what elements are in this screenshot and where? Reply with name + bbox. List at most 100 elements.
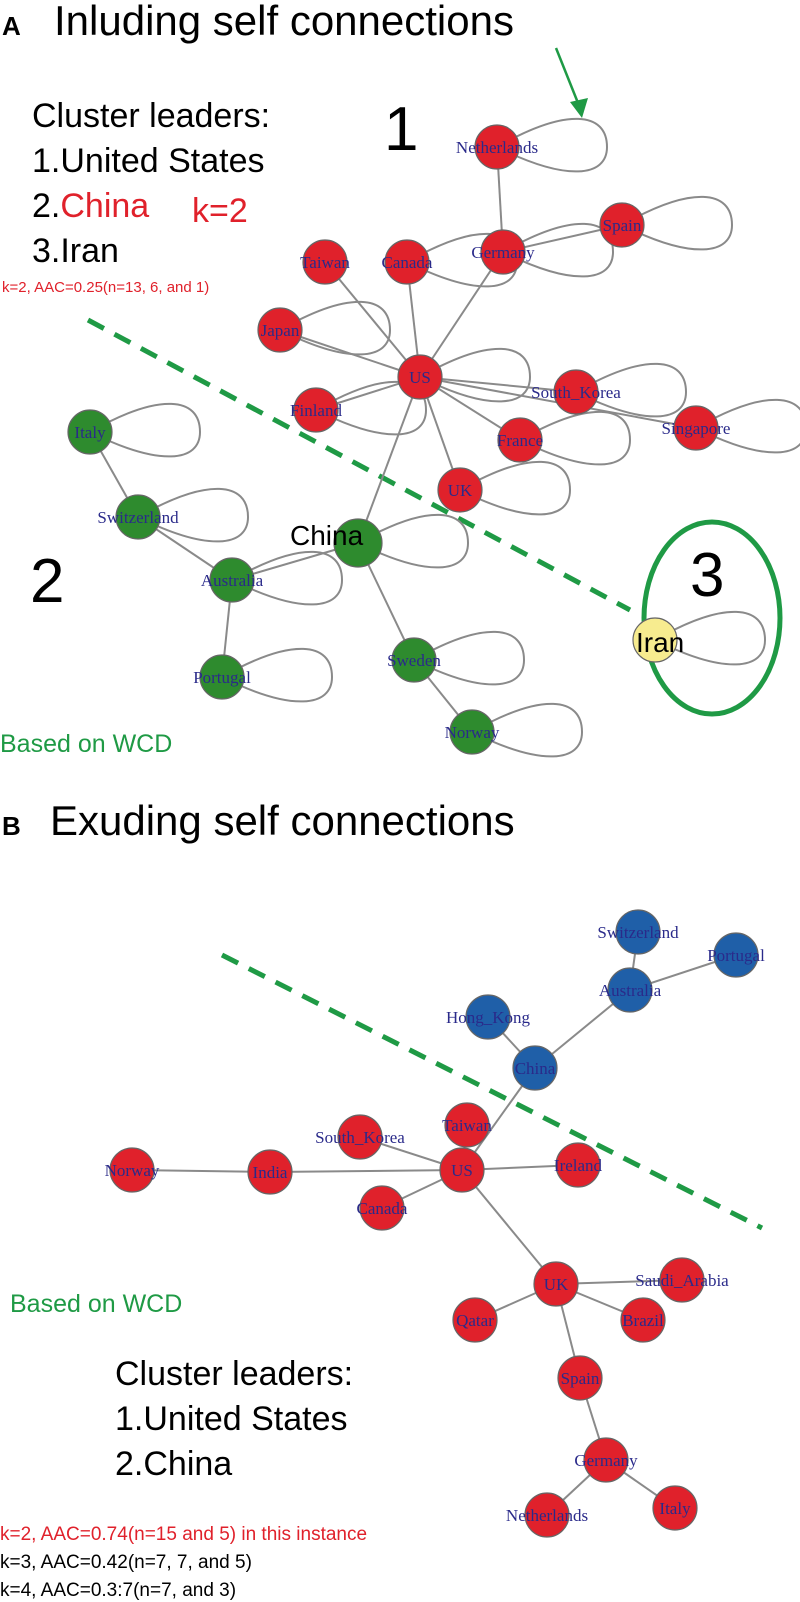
panel-b-title: Exuding self connections <box>50 797 515 844</box>
node-label-us: US <box>409 368 431 387</box>
node-circle-spain <box>557 1355 603 1401</box>
note-k4: k=4, AAC=0.3:7(n=7, and 3) <box>0 1580 236 1601</box>
node-label-switzerland: Switzerland <box>597 923 679 942</box>
edge-us-china <box>357 376 421 544</box>
panel-b-letter: B <box>2 811 21 841</box>
node-label-netherlands: Netherlands <box>506 1506 588 1525</box>
node-circle-uk <box>437 467 483 513</box>
self-loop-south-korea <box>575 362 688 418</box>
node-circle-finland <box>293 387 339 433</box>
note-k3: k=3, AAC=0.42(n=7, 7, and 5) <box>0 1552 252 1573</box>
node-label-south-korea: South_Korea <box>315 1128 405 1147</box>
leader-1: 1.United States <box>32 142 264 180</box>
node-circle-brazil <box>620 1297 666 1343</box>
node-circle-canada <box>384 239 430 285</box>
node-japan: Japan <box>257 307 303 353</box>
node-circle-switzerland <box>115 494 161 540</box>
node-us: US <box>439 1147 485 1193</box>
leader-2-name: China <box>60 187 149 225</box>
node-italy: Italy <box>67 409 113 455</box>
node-circle-netherlands <box>524 1492 570 1538</box>
node-label-uk: UK <box>544 1275 569 1294</box>
edge-us-south-korea <box>419 376 577 393</box>
node-hong-kong: Hong_Kong <box>446 994 531 1040</box>
node-label-finland: Finland <box>290 401 342 420</box>
node-label-brazil: Brazil <box>622 1311 664 1330</box>
node-finland: Finland <box>290 387 342 433</box>
china-label-a: China <box>290 520 364 551</box>
node-circle-italy <box>67 409 113 455</box>
node-canada: Canada <box>357 1185 408 1231</box>
node-iran <box>632 617 678 663</box>
cluster-number-2: 2 <box>30 547 64 616</box>
self-loop-italy <box>89 402 202 458</box>
node-label-taiwan: Taiwan <box>442 1116 492 1135</box>
node-circle-norway <box>449 709 495 755</box>
self-loop-uk <box>459 460 572 516</box>
node-label-china: China <box>515 1059 556 1078</box>
node-circle-switzerland <box>615 909 661 955</box>
node-label-australia: Australia <box>201 571 264 590</box>
node-label-netherlands: Netherlands <box>456 138 538 157</box>
node-circle-portugal <box>199 654 245 700</box>
panel-a-letter: A <box>2 11 21 41</box>
edge-taiwan-us <box>324 261 421 378</box>
node-label-australia: Australia <box>599 981 662 1000</box>
node-uk: UK <box>437 467 483 513</box>
node-circle-us <box>439 1147 485 1193</box>
node-canada: Canada <box>382 239 433 285</box>
node-norway: Norway <box>445 709 500 755</box>
node-qatar: Qatar <box>452 1297 498 1343</box>
node-taiwan: Taiwan <box>442 1102 492 1148</box>
node-label-us: US <box>451 1161 473 1180</box>
node-circle-australia <box>209 557 255 603</box>
node-circle-canada <box>359 1185 405 1231</box>
node-label-spain: Spain <box>603 216 642 235</box>
self-loop-netherlands <box>496 117 609 173</box>
edge-india-us <box>269 1169 463 1173</box>
node-label-france: France <box>497 431 543 450</box>
node-norway: Norway <box>105 1147 160 1193</box>
node-label-japan: Japan <box>261 321 300 340</box>
node-label-switzerland: Switzerland <box>97 508 179 527</box>
node-portugal: Portugal <box>707 932 765 978</box>
node-south-korea: South_Korea <box>531 369 621 415</box>
self-loop-finland <box>315 380 428 436</box>
self-loop-china <box>357 513 470 569</box>
node-circle-china <box>512 1045 558 1091</box>
note-k2: k=2, AAC=0.74(n=15 and 5) in this instan… <box>0 1524 367 1545</box>
self-loop-portugal <box>221 647 334 703</box>
node-label-saudi-arabia: Saudi_Arabia <box>635 1271 729 1290</box>
wcd-note-a: Based on WCD <box>0 730 172 758</box>
pointer-arrow-head <box>570 98 588 118</box>
wcd-note-b: Based on WCD <box>10 1290 182 1318</box>
node-singapore: Singapore <box>662 405 730 451</box>
node-circle-japan <box>257 307 303 353</box>
node-sweden: Sweden <box>387 637 441 683</box>
node-circle-south-korea <box>553 369 599 415</box>
node-circle-portugal <box>713 932 759 978</box>
node-label-italy: Italy <box>659 1499 691 1518</box>
node-uk: UK <box>533 1261 579 1307</box>
self-loop-us <box>419 347 532 403</box>
node-circle-sweden <box>391 637 437 683</box>
node-circle-ireland <box>555 1142 601 1188</box>
node-netherlands: Netherlands <box>506 1492 588 1538</box>
cluster-leaders-heading: Cluster leaders: <box>32 97 270 135</box>
node-circle-south-korea <box>337 1114 383 1160</box>
node-label-portugal: Portugal <box>193 668 251 687</box>
leader-2-prefix: 2. <box>32 187 60 225</box>
node-circle-china <box>333 518 383 568</box>
self-loop-japan <box>279 300 392 356</box>
node-us: US <box>397 354 443 400</box>
node-circle-taiwan <box>444 1102 490 1148</box>
pointer-arrow-shaft <box>554 47 582 109</box>
node-label-ireland: Ireland <box>554 1156 603 1175</box>
leader-1-b: 1.United States <box>115 1400 347 1438</box>
node-label-uk: UK <box>448 481 473 500</box>
node-label-portugal: Portugal <box>707 946 765 965</box>
node-circle-singapore <box>673 405 719 451</box>
leader-2: 2.China <box>32 187 149 225</box>
